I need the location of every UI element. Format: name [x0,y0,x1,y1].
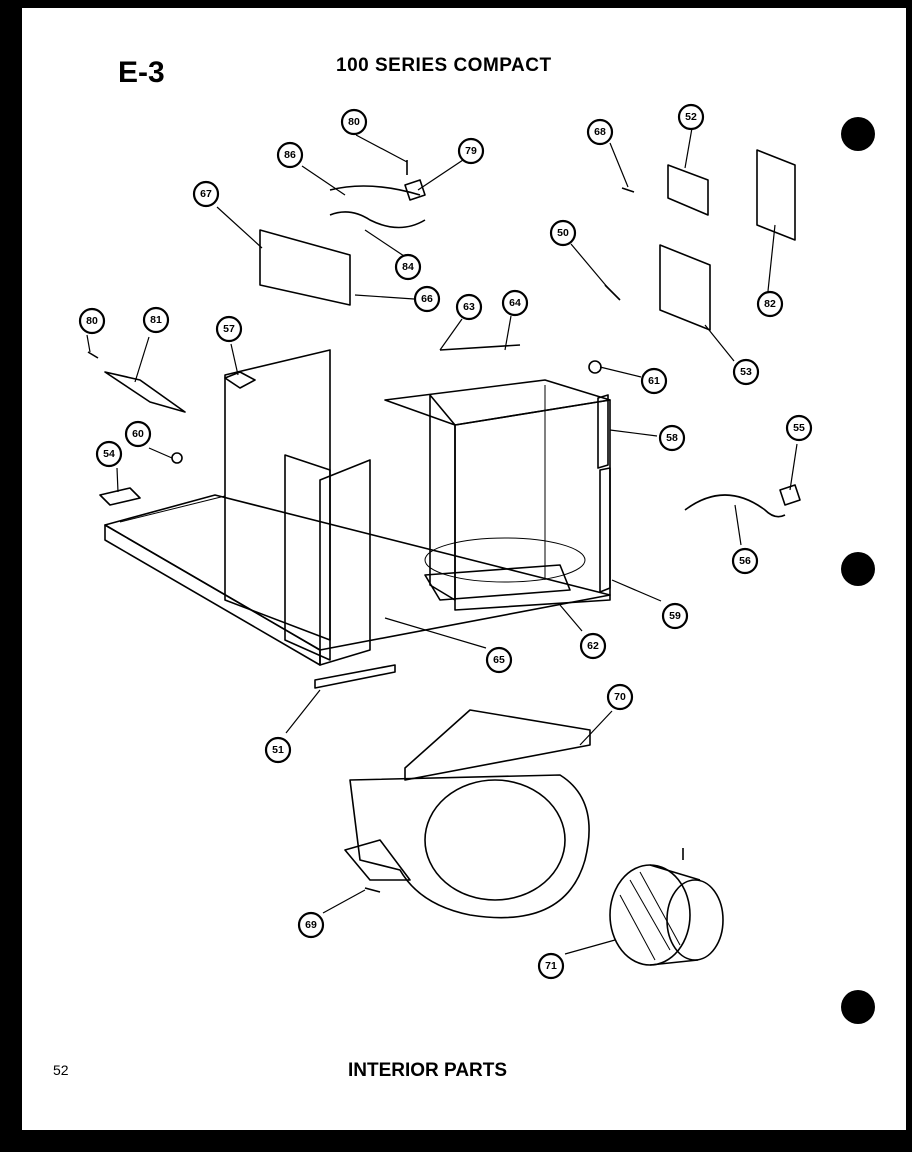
svg-text:81: 81 [150,314,162,326]
side-strips-drawing [597,394,611,593]
blower-wheel-drawing [609,864,724,966]
svg-text:60: 60 [132,428,144,440]
callout-80-left: 80 [78,307,106,335]
svg-text:70: 70 [614,691,626,703]
svg-text:55: 55 [793,422,805,434]
binder-hole-middle [841,552,875,586]
diagram-code: E-3 [118,56,165,89]
callout-61: 61 [640,367,668,395]
svg-text:79: 79 [465,145,477,157]
callout-52: 52 [677,103,705,131]
svg-text:66: 66 [421,293,433,305]
callout-69: 69 [297,911,325,939]
callout-51: 51 [264,736,292,764]
svg-text:56: 56 [739,555,751,567]
callout-68-top: 68 [586,118,614,146]
callout-65: 65 [485,646,513,674]
paper-sheet [22,8,906,1130]
binder-hole-bottom [841,990,875,1024]
svg-text:50: 50 [557,227,569,239]
svg-text:80: 80 [86,315,98,327]
svg-text:61: 61 [648,375,660,387]
svg-text:86: 86 [284,149,296,161]
partition-panels-drawing [224,229,371,666]
leader-lines [86,127,798,955]
callout-56: 56 [731,547,759,575]
svg-text:51: 51 [272,744,284,756]
svg-text:63: 63 [463,301,475,313]
callout-71: 71 [537,952,565,980]
svg-text:84: 84 [402,261,414,273]
callout-86: 86 [276,141,304,169]
callout-53: 53 [732,358,760,386]
svg-text:52: 52 [685,111,697,123]
callout-62: 62 [579,632,607,660]
callout-79: 79 [457,137,485,165]
blower-housing-drawing [344,709,591,919]
front-strip-drawing [314,664,396,689]
callout-54: 54 [95,440,123,468]
svg-text:69: 69 [305,919,317,931]
svg-text:54: 54 [103,448,115,460]
callout-60: 60 [124,420,152,448]
callout-82: 82 [756,290,784,318]
callout-55: 55 [785,414,813,442]
page-number: 52 [53,1062,69,1078]
svg-text:62: 62 [587,640,599,652]
svg-text:58: 58 [666,432,678,444]
svg-text:59: 59 [669,610,681,622]
svg-text:53: 53 [740,366,752,378]
svg-text:80: 80 [348,116,360,128]
svg-text:57: 57 [223,323,235,335]
callout-63: 63 [455,293,483,321]
callout-58: 58 [658,424,686,452]
callout-81: 81 [142,306,170,334]
callout-84-right: 64 [501,289,529,317]
evaporator-frame-drawing [384,379,611,611]
control-brackets-drawing [659,149,796,331]
callout-50: 50 [549,219,577,247]
svg-text:65: 65 [493,654,505,666]
callout-80: 80 [340,108,368,136]
base-pan-drawing [104,494,611,666]
svg-text:82: 82 [764,298,776,310]
callout-67: 67 [192,180,220,208]
svg-text:67: 67 [200,188,212,200]
callout-59: 59 [661,602,689,630]
callout-70: 70 [606,683,634,711]
callout-84-top: 84 [394,253,422,281]
diagram-caption: INTERIOR PARTS [348,1060,508,1081]
callout-66: 66 [413,285,441,313]
binder-hole-top [841,117,875,151]
small-parts-drawing [87,160,801,893]
diagram-title: 100 SERIES COMPACT [336,55,552,76]
callout-57: 57 [215,315,243,343]
svg-text:64: 64 [509,297,521,309]
svg-text:68: 68 [594,126,606,138]
svg-text:71: 71 [545,960,557,972]
